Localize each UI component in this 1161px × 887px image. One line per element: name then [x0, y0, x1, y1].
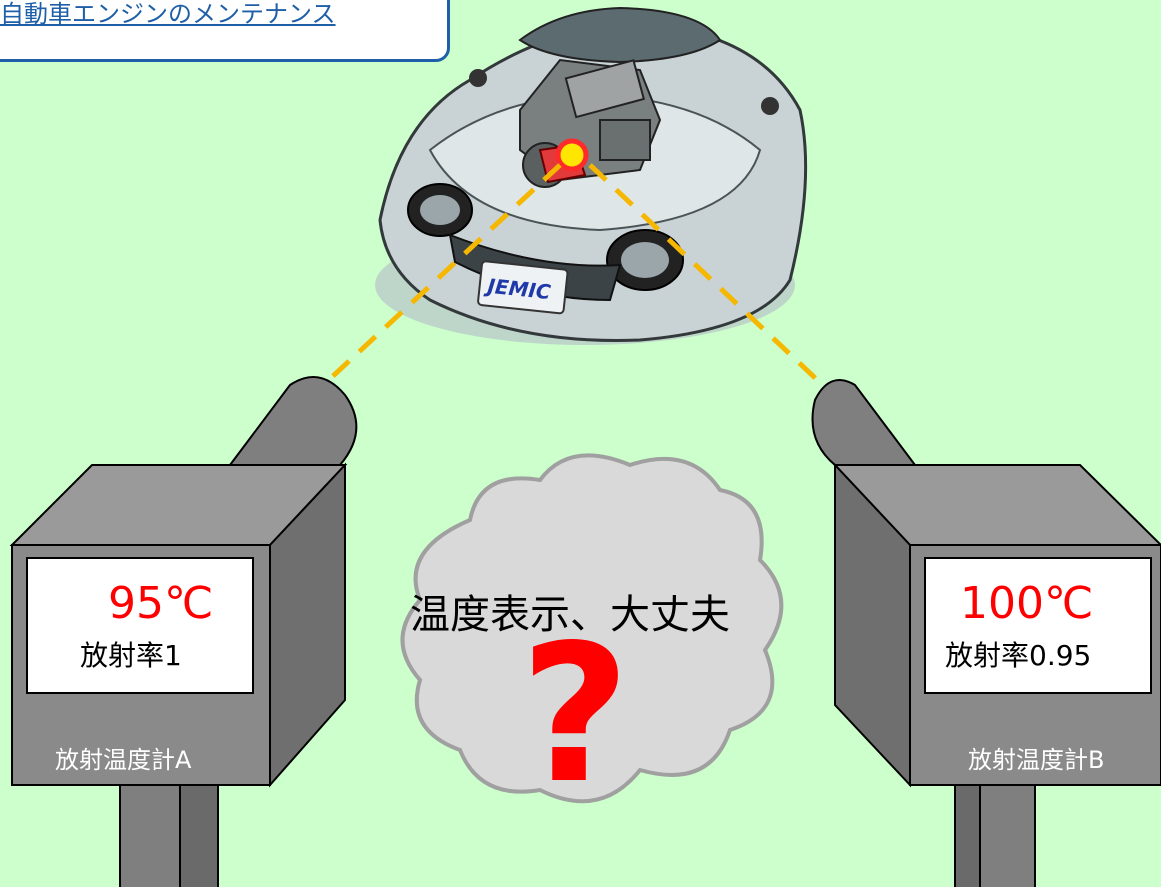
title-box	[0, 0, 450, 62]
meter-a-emissivity: 放射率1	[80, 639, 182, 672]
measurement-spot	[555, 138, 589, 172]
thermometer-b	[811, 379, 1161, 887]
meter-b-temperature: 100℃	[960, 578, 1094, 629]
meter-a-label: 放射温度計A	[55, 746, 192, 774]
thought-cloud	[400, 453, 784, 804]
meter-b-label: 放射温度計B	[968, 746, 1105, 774]
thermometer-a	[9, 376, 358, 887]
meter-b-emissivity: 放射率0.95	[945, 639, 1092, 672]
engine	[519, 58, 662, 188]
car-illustration: JEMIC	[375, 6, 808, 345]
meter-a-temperature: 95℃	[108, 578, 214, 629]
beam-b	[588, 163, 832, 394]
question-mark: ?	[520, 604, 631, 825]
cloud-question: 温度表示、大丈夫	[410, 592, 730, 638]
beam-a	[316, 163, 562, 392]
title-link[interactable]: 自動車エンジンのメンテナンス	[0, 0, 336, 28]
